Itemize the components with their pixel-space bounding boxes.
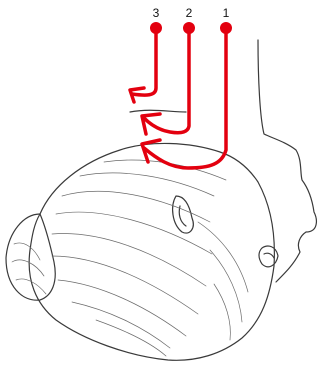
- marker-label-3: 3: [153, 6, 160, 20]
- head-sketch: [6, 40, 316, 360]
- marker-dot-1: [220, 22, 232, 34]
- path-line-3: [132, 28, 156, 95]
- marker-label-1: 1: [223, 6, 230, 20]
- path-line-2: [144, 28, 189, 133]
- marker-dot-3: [150, 22, 162, 34]
- marker-dot-2: [183, 22, 195, 34]
- marker-label-2: 2: [186, 6, 193, 20]
